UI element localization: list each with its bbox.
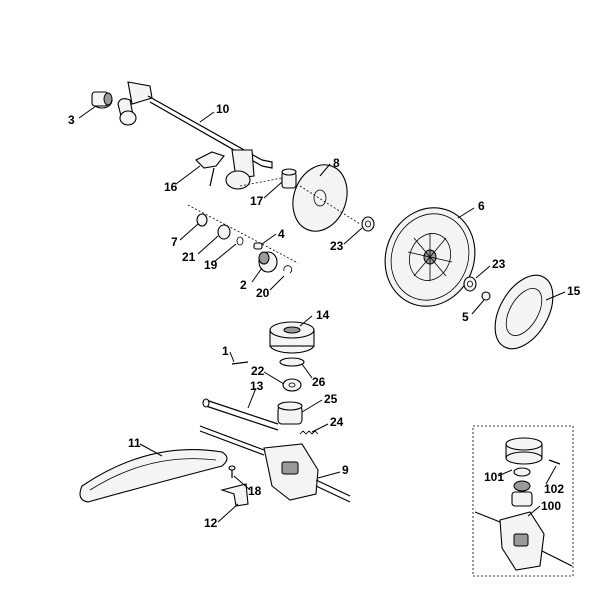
callout-18: 18 [248, 484, 262, 498]
callout-12: 12 [204, 516, 218, 530]
callout-15: 15 [567, 284, 581, 298]
part-2-gear [258, 251, 278, 273]
callout-13: 13 [250, 379, 264, 393]
part-18-screw [228, 465, 236, 478]
callout-16: 16 [164, 180, 178, 194]
part-9-gearbox [199, 425, 351, 503]
callout-2: 2 [240, 278, 247, 292]
part-6-wheel [384, 207, 476, 307]
part-22-bearing [282, 378, 302, 392]
part-100-gearbox-variant [474, 511, 573, 571]
part-102-pin [548, 459, 561, 465]
part-4-pin [253, 242, 263, 250]
part-1-pin [231, 361, 249, 365]
part-14-pulley [269, 321, 315, 354]
callout-8: 8 [333, 156, 340, 170]
part-13-shaft [202, 398, 279, 431]
part-20-clip [283, 265, 293, 274]
callout-9: 9 [342, 463, 349, 477]
callout-3: 3 [68, 113, 75, 127]
part-24-spring [299, 430, 319, 435]
callout-5: 5 [462, 310, 469, 324]
callout-23a: 23 [330, 239, 344, 253]
callout-10: 10 [216, 102, 230, 116]
callout-6: 6 [478, 199, 485, 213]
part-10-axle [117, 81, 273, 190]
callout-101: 101 [484, 470, 504, 484]
part-11-belt [79, 449, 228, 503]
part-19-ring [236, 236, 244, 246]
callout-11: 11 [128, 436, 141, 450]
callout-4: 4 [278, 227, 285, 241]
callout-100: 100 [541, 499, 561, 513]
callout-19: 19 [204, 258, 218, 272]
callout-20: 20 [256, 286, 270, 300]
callout-labels: 3 10 16 17 8 7 21 19 4 2 20 23 6 23 5 15… [68, 102, 581, 530]
callout-7: 7 [171, 235, 178, 249]
part-15-cover [494, 274, 554, 350]
callout-21: 21 [182, 250, 196, 264]
part-23-bearing-inner [361, 216, 375, 232]
part-25-clutch [277, 401, 303, 425]
detail-inset [472, 425, 574, 577]
callout-102: 102 [544, 482, 564, 496]
part-21-bearing [217, 224, 231, 240]
part-17-bushing [281, 168, 297, 189]
callout-1: 1 [222, 344, 229, 358]
part-8-hubcap [292, 164, 348, 232]
part-5-screw [481, 291, 491, 301]
part-23-bearing-outer [463, 276, 477, 292]
callout-17: 17 [250, 194, 264, 208]
callout-22: 22 [251, 364, 265, 378]
part-12-bracket [220, 483, 249, 507]
part-26-washer [279, 357, 305, 367]
callout-26: 26 [312, 375, 326, 389]
part-16-lever [195, 151, 225, 187]
callout-24: 24 [330, 415, 344, 429]
part-3-pinion [91, 91, 113, 109]
part-7-washer [196, 213, 208, 227]
leader-lines [78, 105, 566, 523]
callout-14: 14 [316, 308, 330, 322]
callout-25: 25 [324, 392, 338, 406]
part-101-pulley-assembly [505, 437, 543, 507]
callout-23b: 23 [492, 257, 506, 271]
